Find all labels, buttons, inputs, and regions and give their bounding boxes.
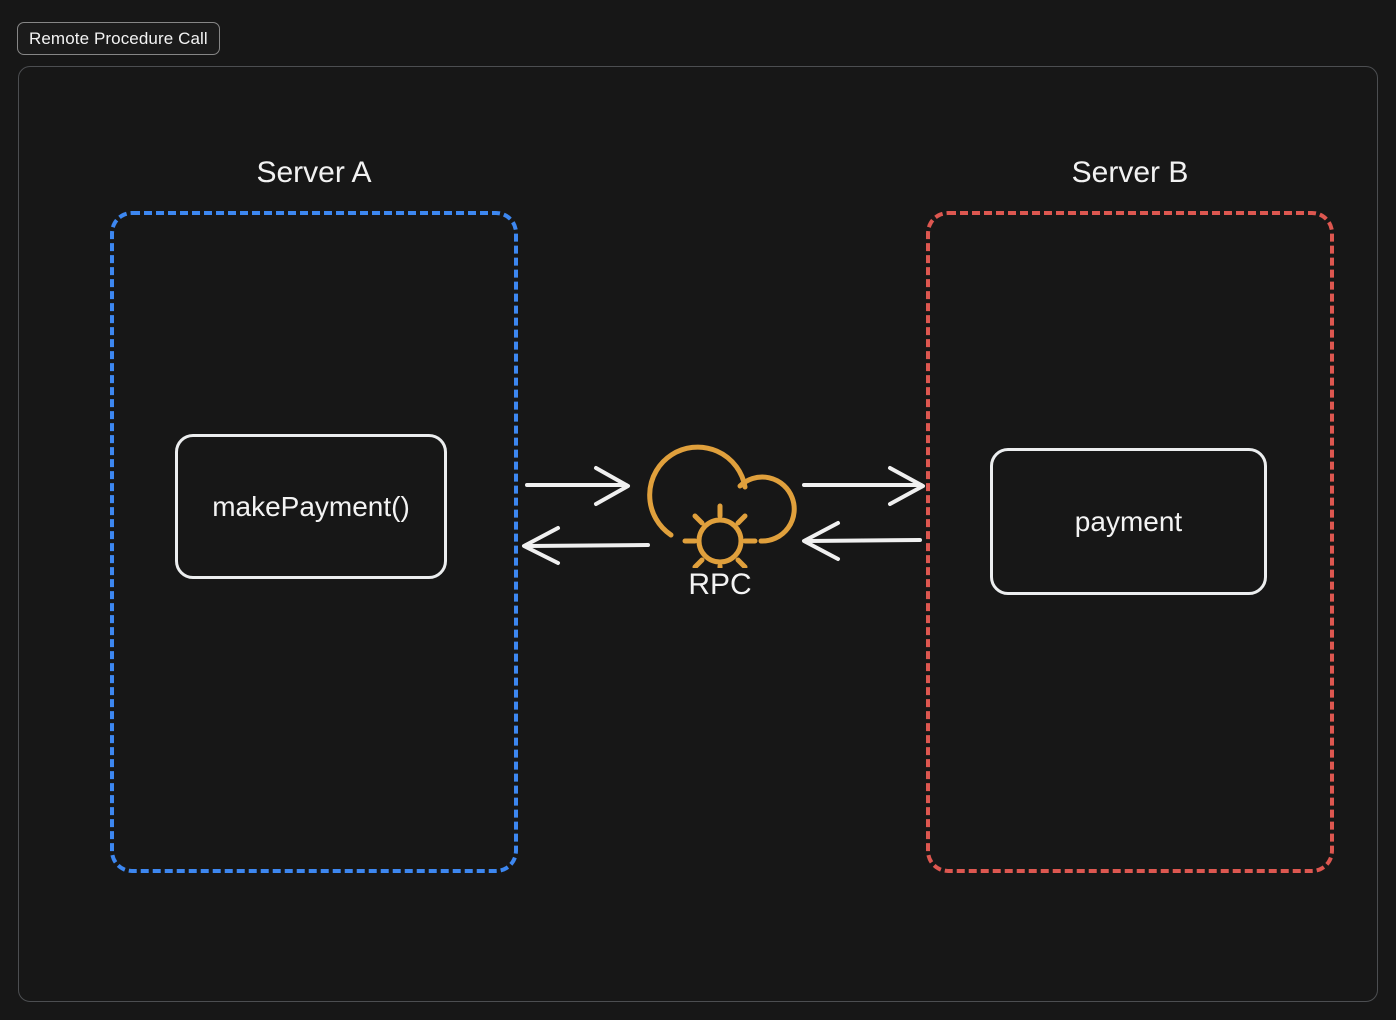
- server-a-boundary[interactable]: [110, 211, 518, 873]
- diagram-title-label: Remote Procedure Call: [29, 28, 208, 48]
- node-payment-label: payment: [1074, 505, 1183, 537]
- node-make-payment[interactable]: makePayment(): [175, 434, 447, 579]
- node-make-payment-label: makePayment(): [212, 490, 410, 522]
- group-label-server-a: Server A: [256, 156, 372, 189]
- server-b-boundary[interactable]: [926, 211, 1334, 873]
- rpc-label: RPC: [688, 568, 752, 601]
- group-label-server-b: Server B: [1071, 156, 1189, 189]
- cloud-sun-icon: [647, 444, 797, 568]
- rpc-node[interactable]: RPC: [640, 440, 800, 615]
- diagram-title-badge[interactable]: Remote Procedure Call: [17, 22, 220, 55]
- node-payment[interactable]: payment: [990, 448, 1267, 595]
